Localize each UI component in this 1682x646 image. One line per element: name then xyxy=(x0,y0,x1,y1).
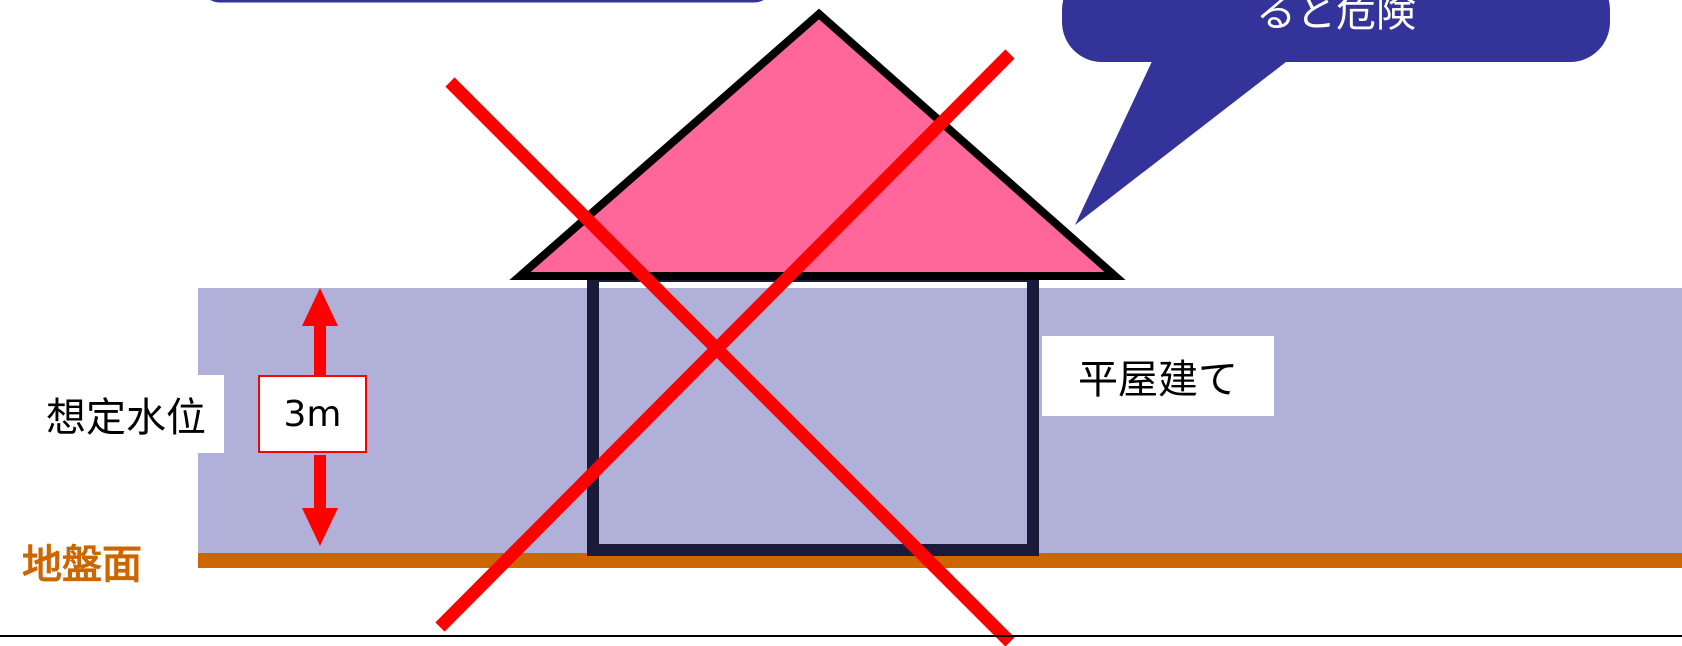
house-roof xyxy=(509,8,1126,280)
ground-surface-label: 地盤面 xyxy=(22,542,142,588)
flood-water-area xyxy=(198,288,1682,554)
house-type-label: 平屋建て xyxy=(1042,336,1274,416)
callout-text: ると危険 xyxy=(1256,0,1416,36)
depth-label: 3m xyxy=(258,375,367,453)
red-cross-mark xyxy=(435,49,1015,646)
water-level-text: 想定水位 xyxy=(46,395,206,441)
depth-text: 3m xyxy=(283,393,342,435)
water-level-label: 想定水位 xyxy=(0,375,224,453)
warning-speech-bubble xyxy=(1062,0,1610,225)
water-depth-arrow xyxy=(302,288,338,546)
ground-line xyxy=(198,553,1682,568)
top-left-callout-box xyxy=(210,0,764,3)
house-type-text: 平屋建て xyxy=(1078,357,1238,403)
